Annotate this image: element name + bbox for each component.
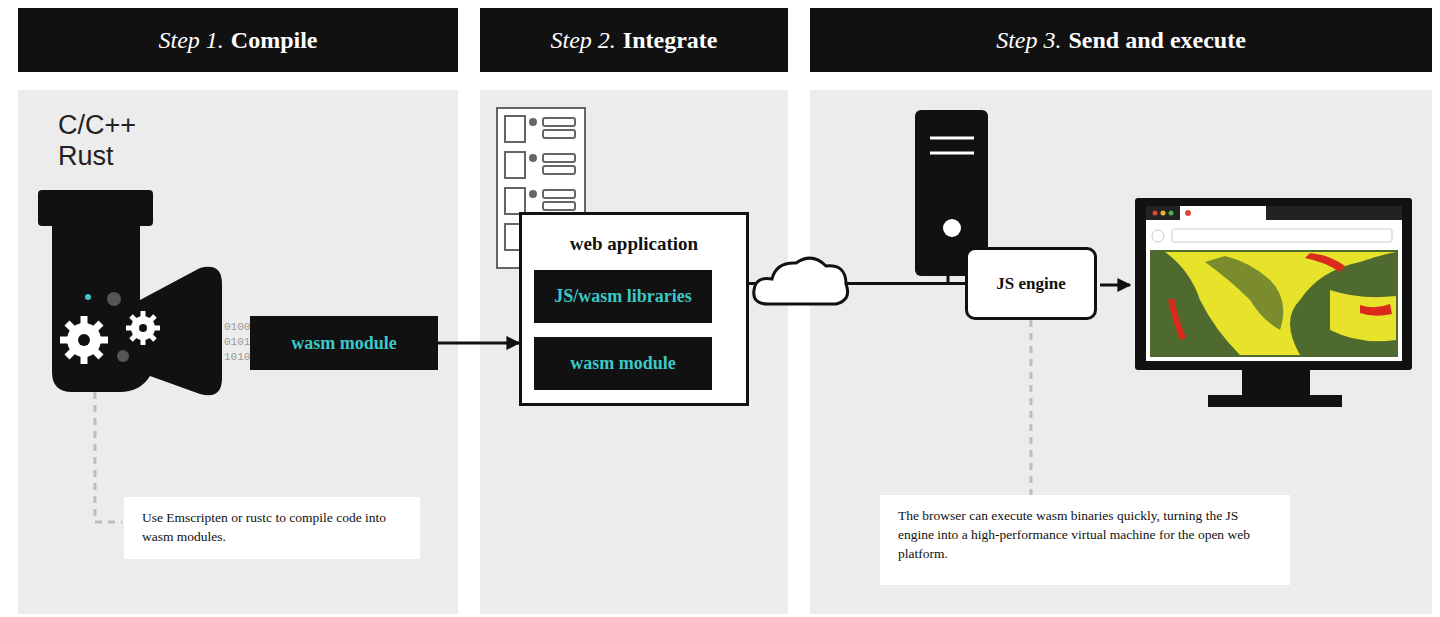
module-box: wasm module bbox=[534, 337, 712, 390]
box-text: Send and execute bbox=[1068, 27, 1245, 54]
box-text: Compile bbox=[231, 27, 318, 54]
step-header: Step 3. Send and execute bbox=[810, 8, 1432, 72]
module-box: wasm module bbox=[250, 316, 438, 370]
binary-digits: 1010 bbox=[224, 352, 250, 363]
box-text: Use Emscripten or rustc to compile code … bbox=[142, 510, 386, 544]
box-text: Integrate bbox=[623, 27, 718, 54]
language-label: C/C++ Rust bbox=[58, 110, 138, 172]
note-box: The browser can execute wasm binaries qu… bbox=[880, 495, 1290, 585]
box-text: wasm module bbox=[291, 333, 397, 354]
note-box: Use Emscripten or rustc to compile code … bbox=[124, 497, 420, 559]
application-box: web applicationJS/wasm libraries wasm mod… bbox=[519, 212, 749, 406]
step-number: Step 3. bbox=[996, 27, 1061, 54]
output-arrow bbox=[1100, 284, 1130, 287]
leader-connector bbox=[1030, 320, 1033, 495]
box-text: wasm module bbox=[570, 353, 676, 374]
step-header: Step 2. Integrate bbox=[480, 8, 788, 72]
engine-box: JS engine bbox=[965, 247, 1097, 320]
step-number: Step 1. bbox=[159, 27, 224, 54]
step-header: Step 1. Compile bbox=[18, 8, 458, 72]
box-text: JS/wasm libraries bbox=[554, 286, 692, 307]
box-text: JS engine bbox=[996, 274, 1065, 294]
browser-monitor bbox=[1135, 198, 1412, 407]
library-box: JS/wasm libraries bbox=[534, 270, 712, 323]
box-text: The browser can execute wasm binaries qu… bbox=[898, 508, 1250, 561]
binary-digits: 0100 bbox=[224, 322, 250, 333]
leader-line bbox=[95, 392, 122, 522]
flow-connector bbox=[438, 342, 519, 345]
compiler-machine bbox=[38, 190, 222, 395]
box-text: web application bbox=[522, 233, 746, 255]
binary-digits: 0101 bbox=[224, 337, 250, 348]
step-number: Step 2. bbox=[551, 27, 616, 54]
cloud-icon bbox=[754, 258, 848, 304]
